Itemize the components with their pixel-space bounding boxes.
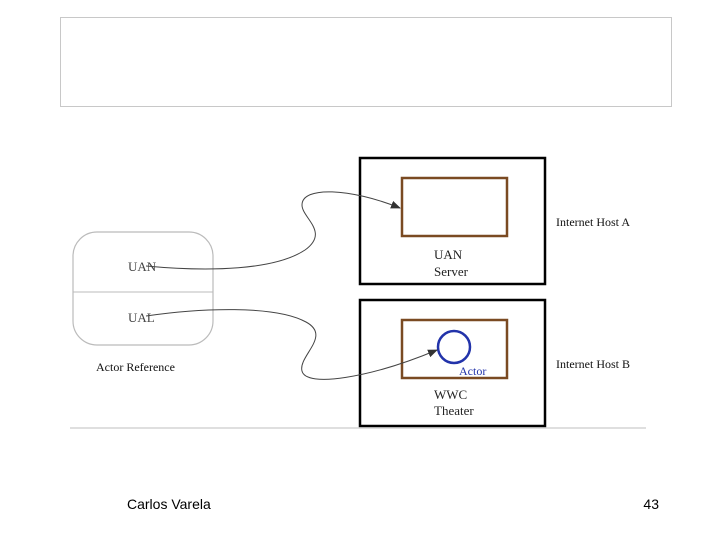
uan-server-caption-line2: Server [434, 264, 469, 279]
wwc-theater-box [400, 318, 509, 380]
ual-label: UAL [128, 310, 155, 325]
actor-circle [436, 329, 472, 365]
actor-label: Actor [459, 364, 486, 378]
actor-reference-caption: Actor Reference [96, 360, 175, 374]
wwc-theater-caption-line1: WWC [434, 387, 467, 402]
uan-server-box [400, 176, 509, 238]
internet-host-a-label: Internet Host A [556, 215, 630, 229]
footer-page-number: 43 [643, 496, 659, 512]
wwc-theater-caption-line2: Theater [434, 403, 474, 418]
internet-host-b-label: Internet Host B [556, 357, 630, 371]
footer-author: Carlos Varela [127, 496, 211, 512]
ual-to-actor-arrow [145, 309, 438, 380]
uan-server-caption-line1: UAN [434, 247, 463, 262]
actor-reference-box [72, 231, 214, 346]
uan-to-server-arrow [145, 191, 401, 270]
uan-label: UAN [128, 259, 157, 274]
slide-title-box [60, 17, 672, 107]
